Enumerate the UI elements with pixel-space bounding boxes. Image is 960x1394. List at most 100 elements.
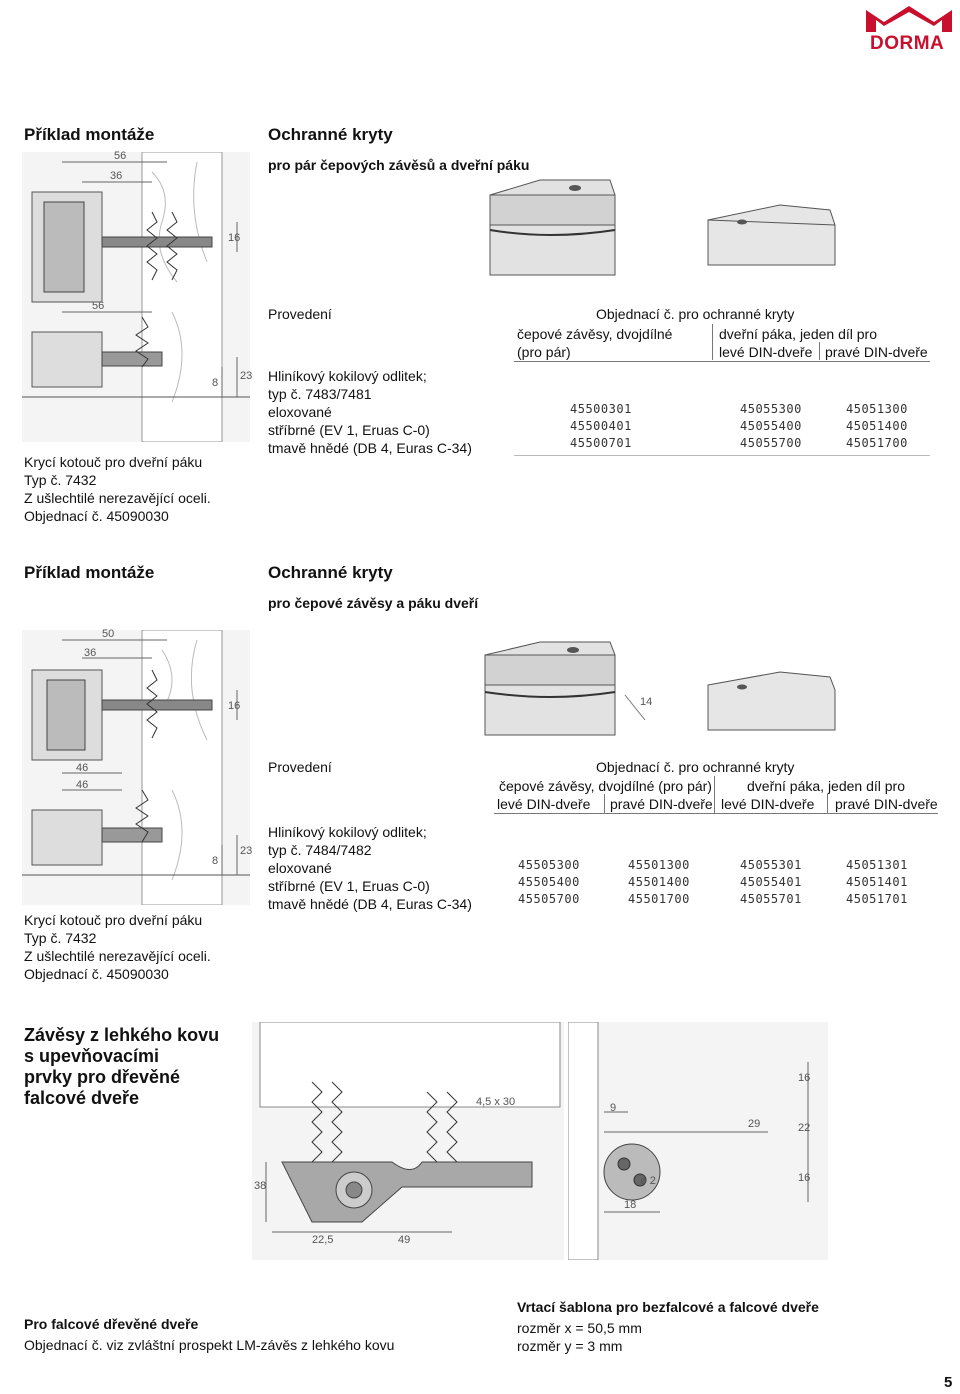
order-code: 45055700 bbox=[740, 436, 802, 450]
section2-left-heading: Příklad montáže bbox=[24, 563, 155, 582]
dim-label: 22,5 bbox=[312, 1234, 334, 1246]
dim-label: 8 bbox=[212, 377, 219, 389]
divider bbox=[514, 455, 930, 456]
dim-label: 14 bbox=[640, 696, 653, 708]
dim-label: 16 bbox=[798, 1172, 811, 1184]
section2-col-b: dveřní páka, jeden díl pro bbox=[747, 778, 905, 794]
logo-crown-icon bbox=[866, 6, 952, 32]
caption-text: Objednací č. viz zvláštní prospekt LM-zá… bbox=[24, 1337, 395, 1353]
order-code: 45055301 bbox=[740, 858, 802, 872]
section3-drilling-template-drawing: 9 29 16 22 16 ø 2 18 bbox=[567, 1021, 828, 1261]
order-code: 45505400 bbox=[518, 875, 580, 889]
caption-title: Pro falcové dřevěné dveře bbox=[24, 1316, 199, 1332]
section1-subheading: pro pár čepových závěsů a dveřní páku bbox=[268, 157, 530, 173]
section3-left-caption: Pro falcové dřevěné dveře Objednací č. v… bbox=[24, 1315, 394, 1354]
section2-codes-4: 45051301 45051401 45051701 bbox=[846, 857, 908, 908]
order-code: 45500301 bbox=[570, 402, 632, 416]
dim-label: 9 bbox=[610, 1102, 617, 1114]
desc-line: stříbrné (EV 1, Eruas C-0) bbox=[268, 422, 430, 438]
caption-material: Z ušlechtilé nerezavějící oceli. bbox=[24, 948, 211, 964]
order-code: 45505700 bbox=[518, 892, 580, 906]
caption-type: Typ č. 7432 bbox=[24, 472, 97, 488]
order-code: 45051300 bbox=[846, 402, 908, 416]
desc-line: tmavě hnědé (DB 4, Euras C-34) bbox=[268, 440, 472, 456]
heading-line: prvky pro dřevěné bbox=[24, 1067, 181, 1087]
section2-sub-2: pravé DIN-dveře bbox=[610, 796, 713, 812]
dim-label: 16 bbox=[228, 232, 241, 244]
heading-line: s upevňovacími bbox=[24, 1046, 160, 1066]
section2-order-header: Objednací č. pro ochranné kryty bbox=[596, 759, 795, 775]
section1-col-a: čepové závěsy, dvojdílné bbox=[517, 326, 673, 342]
section1-order-header: Objednací č. pro ochranné kryty bbox=[596, 306, 795, 322]
section1-caption: Krycí kotouč pro dveřní páku Typ č. 7432… bbox=[24, 453, 249, 525]
section2-sub-3: levé DIN-dveře bbox=[721, 796, 815, 812]
order-code: 45055401 bbox=[740, 875, 802, 889]
section2-installation-drawing: 50 36 16 46 46 8 23 bbox=[22, 628, 253, 906]
section1-cover-illustration bbox=[480, 175, 860, 285]
section1-left-heading: Příklad montáže bbox=[24, 125, 155, 144]
dim-label: 46 bbox=[76, 762, 89, 774]
section3-heading: Závěsy z lehkého kovu s upevňovacími prv… bbox=[24, 1025, 219, 1109]
dim-label: 18 bbox=[624, 1199, 637, 1211]
order-code: 45055300 bbox=[740, 402, 802, 416]
section1-codes-a: 45500301 45500401 45500701 bbox=[570, 401, 632, 452]
heading-line: Závěsy z lehkého kovu bbox=[24, 1025, 220, 1045]
section2-right-heading: Ochranné kryty bbox=[268, 563, 393, 582]
desc-line: Hliníkový kokilový odlitek; bbox=[268, 824, 427, 840]
dim-label: 16 bbox=[798, 1072, 811, 1084]
desc-line: tmavě hnědé (DB 4, Euras C-34) bbox=[268, 896, 472, 912]
order-code: 45055400 bbox=[740, 419, 802, 433]
caption-title: Vrtací šablona pro bezfalcové a falcové … bbox=[517, 1299, 819, 1315]
caption-title: Krycí kotouč pro dveřní páku bbox=[24, 912, 203, 928]
section2-subheading: pro čepové závěsy a páku dveří bbox=[268, 595, 479, 611]
caption-order: Objednací č. 45090030 bbox=[24, 508, 169, 524]
dim-label: 56 bbox=[114, 150, 127, 162]
desc-line: Hliníkový kokilový odlitek; bbox=[268, 368, 427, 384]
section1-col-b-left: levé DIN-dveře bbox=[719, 344, 813, 360]
divider bbox=[714, 776, 715, 813]
desc-line: typ č. 7484/7482 bbox=[268, 842, 372, 858]
caption-material: Z ušlechtilé nerezavějící oceli. bbox=[24, 490, 211, 506]
caption-x: rozměr x = 50,5 mm bbox=[517, 1320, 642, 1336]
dim-label: 4,5 x 30 bbox=[476, 1096, 516, 1108]
dim-label: 23 bbox=[240, 845, 253, 857]
divider bbox=[514, 361, 930, 362]
section2-codes-1: 45505300 45505400 45505700 bbox=[518, 857, 580, 908]
desc-line: eloxované bbox=[268, 404, 332, 420]
section2-description: Hliníkový kokilový odlitek; typ č. 7484/… bbox=[268, 823, 472, 913]
section2-sub-1: levé DIN-dveře bbox=[497, 796, 591, 812]
order-code: 45051301 bbox=[846, 858, 908, 872]
section1-codes-b-right: 45051300 45051400 45051700 bbox=[846, 401, 908, 452]
dim-label: 29 bbox=[748, 1118, 761, 1130]
section1-col-b: dveřní páka, jeden díl pro bbox=[719, 326, 877, 342]
divider bbox=[494, 813, 938, 814]
dim-label: 23 bbox=[240, 370, 253, 382]
order-code: 45051400 bbox=[846, 419, 908, 433]
dorma-logo: DORMA bbox=[862, 4, 956, 54]
caption-type: Typ č. 7432 bbox=[24, 930, 97, 946]
section2-caption: Krycí kotouč pro dveřní páku Typ č. 7432… bbox=[24, 911, 249, 983]
section1-col-b-right: pravé DIN-dveře bbox=[825, 344, 928, 360]
section2-cover-illustration: 14 bbox=[480, 640, 860, 740]
section3-right-caption: Vrtací šablona pro bezfalcové a falcové … bbox=[517, 1298, 819, 1355]
section1-right-heading: Ochranné kryty bbox=[268, 125, 393, 144]
dim-label: 50 bbox=[102, 628, 115, 640]
page-number: 5 bbox=[944, 1374, 953, 1391]
section1-description: Hliníkový kokilový odlitek; typ č. 7483/… bbox=[268, 367, 472, 457]
section1-installation-drawing: 56 36 16 56 8 23 bbox=[22, 150, 253, 443]
dim-label: 36 bbox=[110, 170, 123, 182]
section3-hinge-drawing: 4,5 x 30 38 22,5 49 bbox=[252, 1021, 564, 1260]
section1-provedeni-header: Provedení bbox=[268, 306, 332, 322]
divider bbox=[819, 342, 820, 360]
dim-label: ø 2 bbox=[640, 1175, 656, 1187]
dim-label: 8 bbox=[212, 855, 219, 867]
dim-label: 56 bbox=[92, 300, 105, 312]
order-code: 45505300 bbox=[518, 858, 580, 872]
dim-label: 38 bbox=[254, 1180, 267, 1192]
order-code: 45051401 bbox=[846, 875, 908, 889]
section1-col-a2: (pro pár) bbox=[517, 344, 571, 360]
heading-line: falcové dveře bbox=[24, 1088, 140, 1108]
order-code: 45051701 bbox=[846, 892, 908, 906]
caption-y: rozměr y = 3 mm bbox=[517, 1338, 623, 1354]
order-code: 45501400 bbox=[628, 875, 690, 889]
